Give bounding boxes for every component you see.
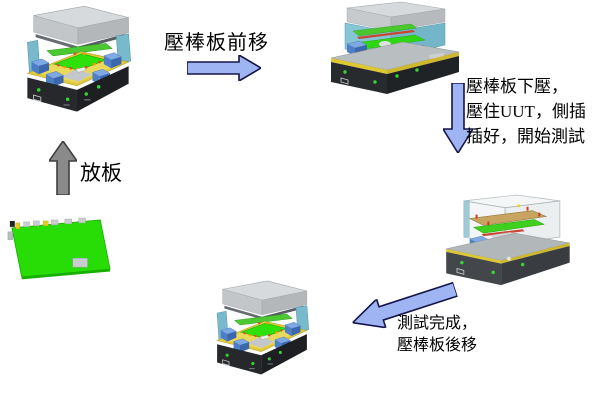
label-bar-forward: 壓棒板前移 xyxy=(164,32,269,54)
label-test-done-bar-back: 測試完成， 壓棒板後移 xyxy=(397,315,478,354)
arrow-up-icon xyxy=(49,141,77,195)
arrow-down-left-icon xyxy=(348,275,460,337)
fixture-open-image xyxy=(207,277,317,383)
pcb-board-image xyxy=(4,212,114,281)
arrow-down-icon xyxy=(443,83,473,153)
arrow-right-icon xyxy=(187,55,261,81)
fixture-pressed-image xyxy=(436,194,574,292)
label-load-board: 放板 xyxy=(80,161,122,185)
fixture-bar-forward-image xyxy=(323,0,463,100)
label-press-start-test: 壓棒板下壓， 壓住UUT，側插 插好，開始測試 xyxy=(466,77,586,146)
fixture-open-image xyxy=(16,2,140,121)
